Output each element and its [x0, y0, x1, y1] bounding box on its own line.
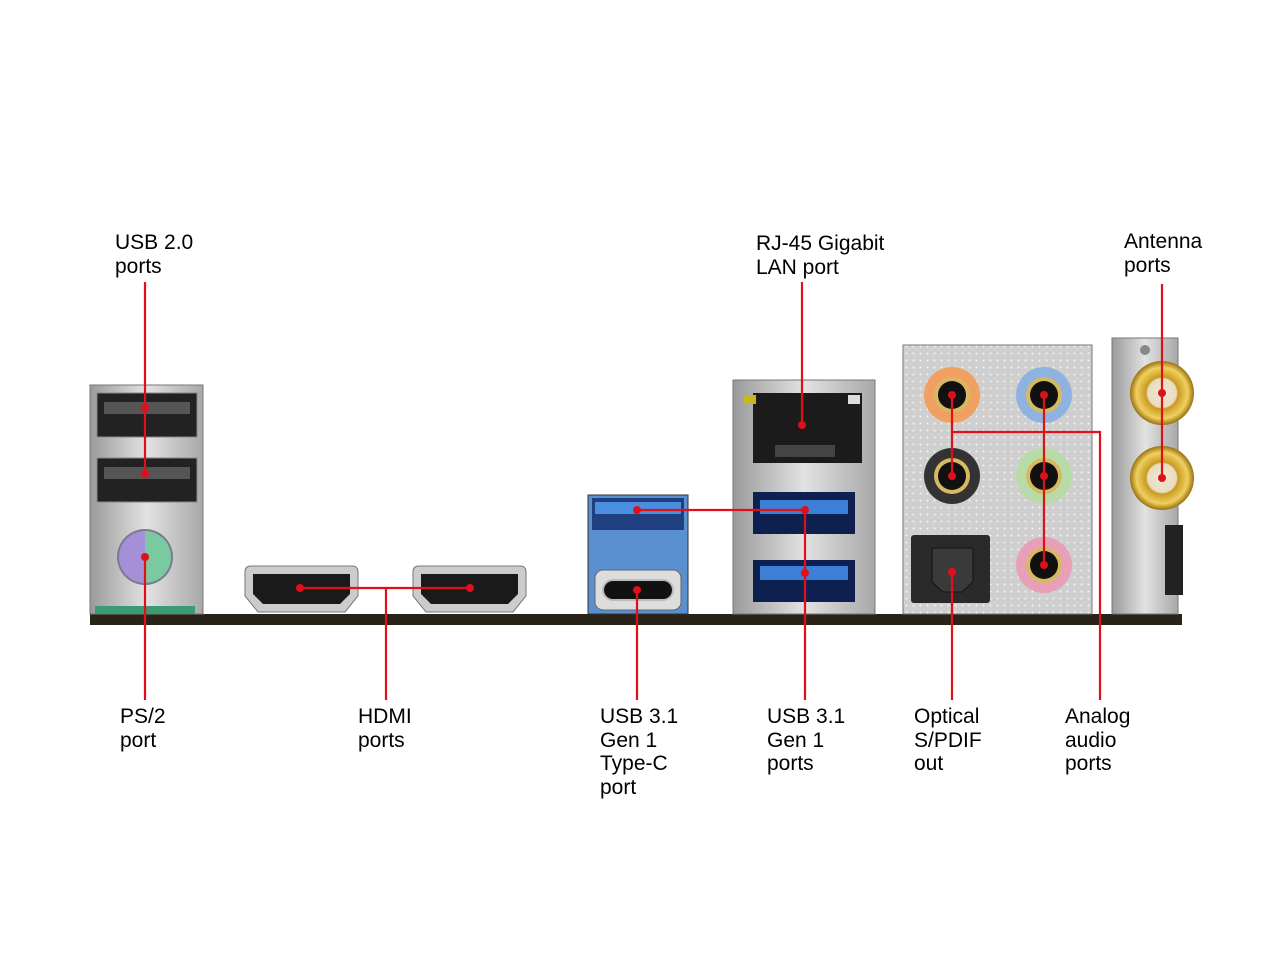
label-line: port	[600, 775, 637, 799]
callout-lines	[143, 282, 1164, 700]
label-line: Gen 1	[600, 728, 658, 752]
label-line: ports	[1124, 253, 1171, 277]
label-line: ports	[115, 254, 162, 278]
usb2-ps2-block	[89, 384, 204, 615]
label-ps2-port: PS/2 port	[120, 705, 166, 752]
label-usb31-ports: USB 3.1 Gen 1 ports	[767, 705, 845, 776]
callout-usb31	[637, 508, 807, 700]
label-optical-spdif-out: Optical S/PDIF out	[914, 705, 982, 776]
label-line: USB 2.0	[115, 231, 194, 254]
label-line: RJ-45 Gigabit	[756, 232, 885, 255]
label-line: ports	[1065, 752, 1112, 775]
label-usb2-ports: USB 2.0 ports	[115, 231, 193, 278]
label-antenna-ports: Antenna ports	[1124, 230, 1202, 277]
label-line: LAN port	[756, 255, 839, 279]
label-line: audio	[1065, 728, 1117, 752]
label-line: port	[120, 728, 157, 752]
label-rj45-lan-port: RJ-45 Gigabit LAN port	[756, 232, 884, 279]
antenna-block	[1111, 337, 1194, 615]
label-line: ports	[767, 752, 814, 775]
callout-hdmi	[300, 586, 470, 700]
label-line: S/PDIF	[914, 728, 982, 752]
label-analog-audio-ports: Analog audio ports	[1065, 705, 1130, 776]
label-usb31-typec-port: USB 3.1 Gen 1 Type-C port	[600, 705, 678, 799]
usb2-port-bottom	[96, 457, 198, 503]
usb2-port-top	[96, 392, 198, 438]
label-line: Analog	[1065, 705, 1131, 728]
audio-block	[902, 344, 1093, 615]
label-line: Antenna	[1124, 230, 1203, 253]
label-line: USB 3.1	[600, 705, 679, 728]
label-line: Type-C	[600, 752, 668, 775]
label-line: Gen 1	[767, 728, 825, 752]
label-line: HDMI	[358, 705, 412, 728]
label-line: PS/2	[120, 705, 166, 728]
callout-dots	[141, 389, 1166, 594]
label-line: ports	[358, 728, 405, 752]
label-line: Optical	[914, 705, 980, 728]
label-line: USB 3.1	[767, 705, 846, 728]
label-line: out	[914, 752, 944, 775]
label-hdmi-ports: HDMI ports	[358, 705, 412, 752]
